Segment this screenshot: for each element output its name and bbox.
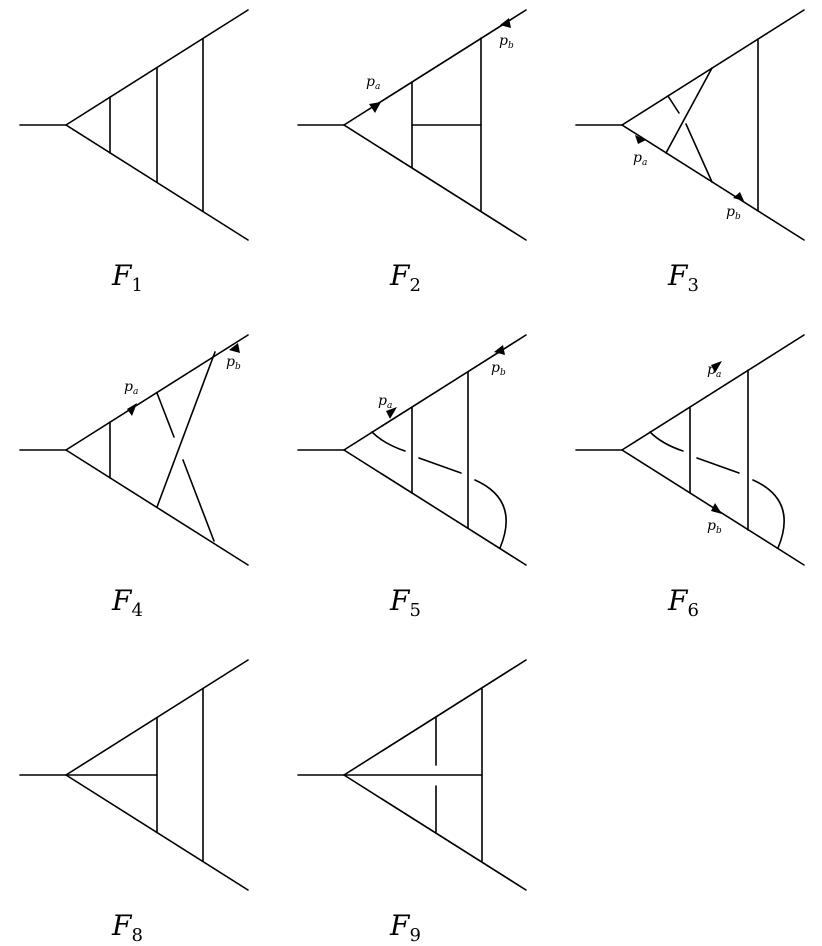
diagram-f6: pa pb F6: [575, 334, 805, 621]
crossed-rung: [156, 351, 216, 508]
momentum-label-a: pa: [378, 393, 392, 411]
diagram-label: F1: [111, 259, 143, 296]
crossing-line: [418, 457, 462, 474]
momentum-arrow: [500, 18, 511, 28]
momentum-label-b: pb: [491, 360, 506, 378]
lower-leg: [343, 124, 527, 241]
momentum-label-a: pa: [707, 362, 721, 380]
momentum-label-b: pb: [707, 518, 722, 536]
crossed-rung: [665, 67, 713, 154]
upper-leg: [621, 334, 805, 451]
upper-leg: [343, 9, 527, 126]
diagram-label: F5: [389, 584, 421, 621]
momentum-arrow: [369, 102, 381, 113]
diagram-f9: F9: [297, 659, 527, 946]
lower-leg: [343, 774, 527, 891]
diagram-label: F4: [111, 584, 143, 621]
diagram-label: F6: [667, 584, 699, 621]
momentum-label-b: pb: [726, 204, 741, 222]
momentum-label-a: pa: [633, 150, 647, 168]
diagram-f3: pa pb F3: [575, 9, 805, 296]
lower-leg: [621, 124, 805, 241]
crossing-line: [696, 457, 740, 474]
diagram-f1: F1: [19, 9, 249, 296]
momentum-arrow: [711, 361, 722, 373]
diagram-label: F8: [111, 909, 143, 946]
momentum-arrow: [711, 503, 722, 514]
crossing-arc-end: [752, 479, 785, 549]
momentum-arrow: [127, 403, 137, 416]
diagram-label: F9: [389, 909, 421, 946]
diagram-label: F2: [389, 259, 421, 296]
diagram-f8: F8: [19, 659, 249, 946]
diagram-f4: pa pb F4: [19, 334, 249, 621]
crossed-rung-lower: [182, 459, 215, 542]
diagram-f2: pa pb F2: [297, 9, 527, 296]
crossing-arc-start: [371, 431, 406, 452]
momentum-arrow: [635, 135, 646, 144]
crossing-arc-end: [474, 479, 507, 549]
momentum-label-a: pa: [124, 379, 138, 397]
crossed-rung-upper: [667, 95, 680, 114]
upper-leg: [343, 659, 527, 776]
momentum-arrow: [229, 343, 240, 353]
momentum-label-a: pa: [366, 74, 380, 92]
upper-leg: [621, 9, 805, 126]
crossing-arc-start: [649, 431, 684, 452]
momentum-arrow: [386, 407, 397, 419]
momentum-arrow: [733, 192, 744, 201]
momentum-label-b: pb: [226, 354, 241, 372]
crossed-rung-lower: [685, 123, 713, 183]
momentum-arrow: [494, 345, 505, 355]
upper-leg: [343, 334, 527, 451]
crossed-rung-upper: [156, 392, 175, 438]
lower-leg: [343, 449, 527, 566]
diagram-label: F3: [667, 259, 699, 296]
diagram-f5: pa pb F5: [297, 334, 527, 621]
momentum-label-b: pb: [499, 33, 514, 51]
